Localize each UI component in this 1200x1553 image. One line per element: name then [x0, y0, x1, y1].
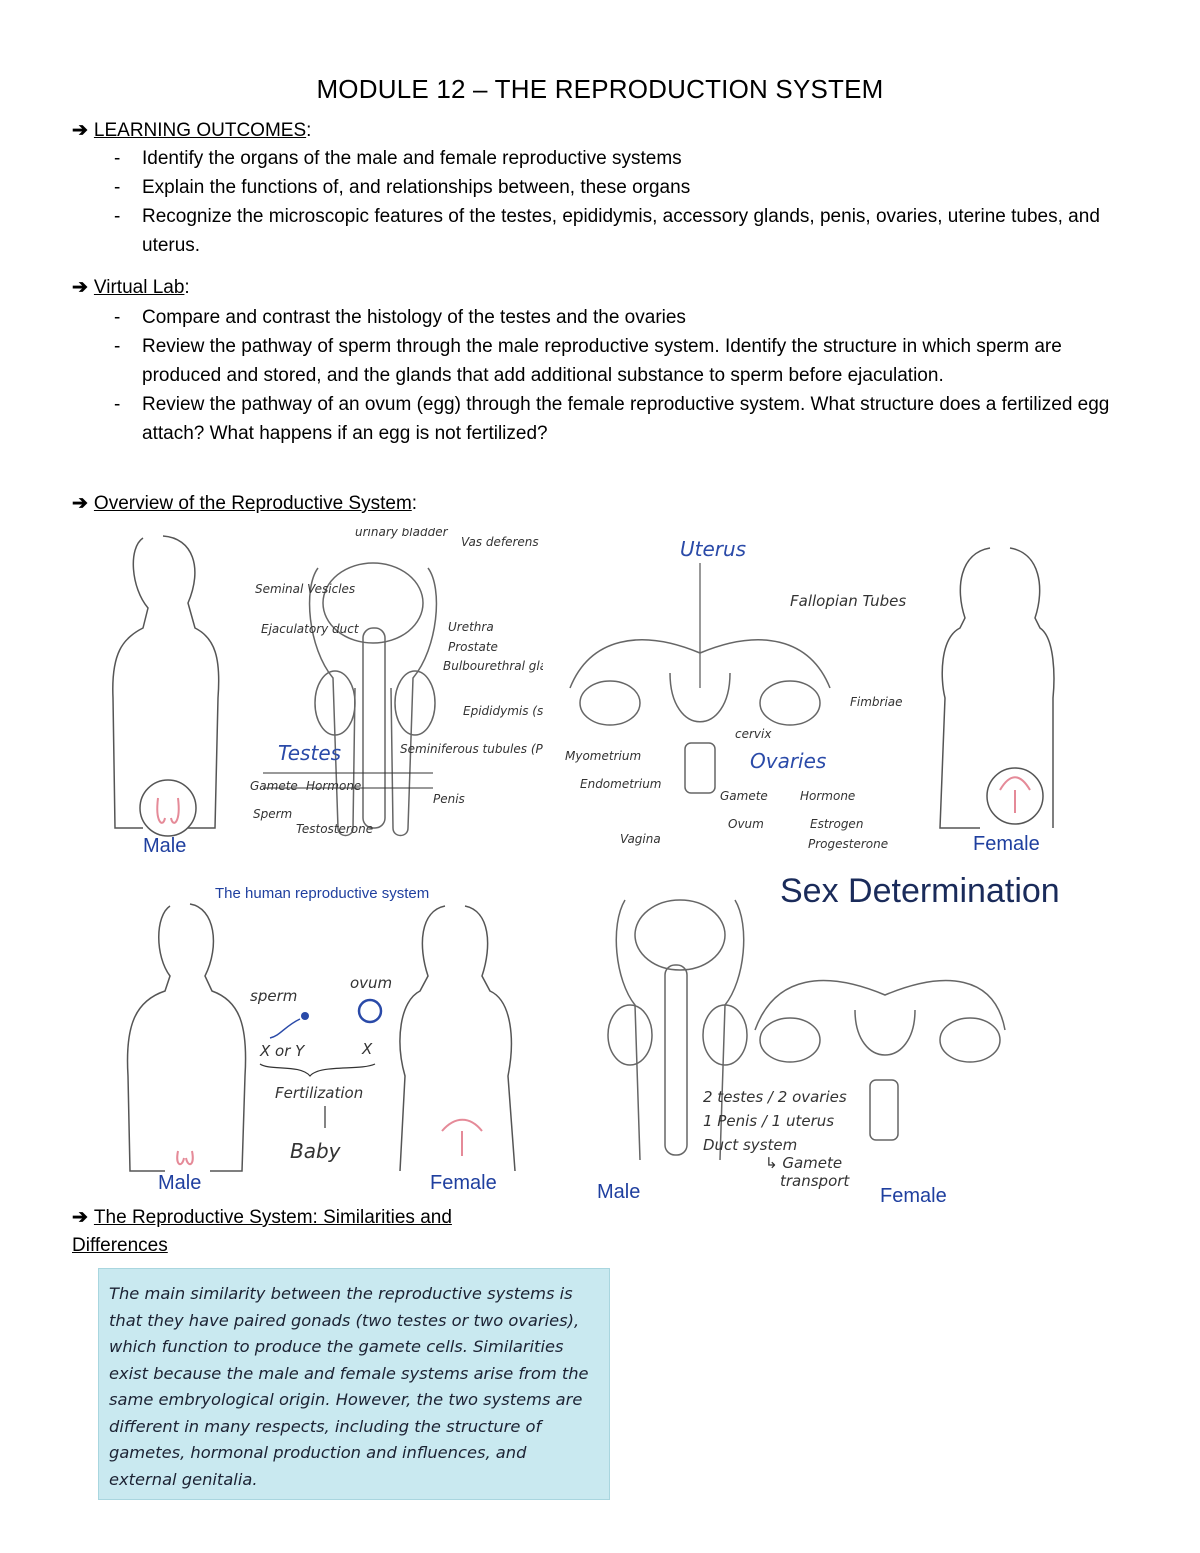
female-anatomy-figure: Uterus Fallopian Tubes Fimbriae Myometri… [560, 528, 1055, 856]
list-item: -Recognize the microscopic features of t… [100, 202, 1130, 260]
svg-text:transport: transport [780, 1172, 850, 1190]
svg-text:Fertilization: Fertilization [275, 1084, 363, 1102]
list-item: -Identify the organs of the male and fem… [100, 144, 1130, 173]
svg-text:Ovaries: Ovaries [750, 749, 826, 773]
svg-text:Seminal Vesicles: Seminal Vesicles [255, 582, 355, 596]
svg-text:2 testes / 2 ovaries: 2 testes / 2 ovaries [703, 1088, 847, 1106]
svg-text:Bulbourethral gland: Bulbourethral gland [443, 659, 543, 673]
svg-text:Penis: Penis [433, 792, 465, 806]
page-title: MODULE 12 – THE REPRODUCTION SYSTEM [0, 74, 1200, 105]
svg-text:Gamete: Gamete [720, 789, 768, 803]
svg-text:X: X [361, 1040, 373, 1058]
list-item: -Compare and contrast the histology of t… [100, 303, 1130, 332]
virtual-lab-title: Virtual Lab [94, 277, 185, 298]
overview-title: Overview of the Reproductive System [94, 493, 412, 514]
svg-text:Hormone: Hormone [306, 779, 361, 793]
svg-text:ovum: ovum [350, 974, 392, 992]
sex-determination-title: Sex Determination [780, 872, 1060, 910]
svg-text:Epididymis (store): Epididymis (store) [463, 704, 543, 718]
svg-text:Testosterone: Testosterone [296, 822, 373, 836]
svg-text:Duct system: Duct system [703, 1136, 797, 1154]
svg-text:↳ Gamete: ↳ Gamete [765, 1154, 842, 1172]
svg-text:1 Penis / 1 uterus: 1 Penis / 1 uterus [703, 1112, 834, 1130]
similarities-heading: ➔The Reproductive System: Similarities a… [72, 1204, 512, 1260]
female-label: Female [880, 1185, 947, 1205]
svg-text:Fallopian Tubes: Fallopian Tubes [790, 592, 906, 610]
svg-text:Estrogen: Estrogen [810, 817, 863, 831]
svg-text:X or Y: X or Y [259, 1042, 306, 1060]
svg-text:Gamete: Gamete [250, 779, 298, 793]
female-label: Female [430, 1172, 497, 1194]
svg-text:Baby: Baby [290, 1139, 342, 1163]
list-item: -Review the pathway of an ovum (egg) thr… [100, 390, 1130, 448]
svg-text:Myometrium: Myometrium [565, 749, 641, 763]
male-anatomy-figure: Male urinary bladder Vas deferens Semina… [103, 528, 543, 856]
svg-text:Testes: Testes [278, 741, 341, 765]
svg-text:sperm: sperm [250, 987, 297, 1005]
learning-outcomes-heading: ➔LEARNING OUTCOMES: [72, 119, 311, 142]
svg-text:Seminiferous tubules (Produce): Seminiferous tubules (Produce) [400, 742, 543, 756]
svg-text:Endometrium: Endometrium [580, 777, 662, 791]
learning-outcomes-list: -Identify the organs of the male and fem… [100, 144, 1130, 260]
arrow-icon: ➔ [72, 1207, 88, 1228]
svg-text:Progesterone: Progesterone [808, 837, 888, 851]
svg-text:Vagina: Vagina [620, 832, 661, 846]
arrow-icon: ➔ [72, 120, 88, 141]
svg-text:Urethra: Urethra [448, 620, 494, 634]
male-label: Male [597, 1181, 640, 1203]
svg-text:Fimbriae: Fimbriae [850, 695, 903, 709]
virtual-lab-list: -Compare and contrast the histology of t… [100, 303, 1130, 448]
human-reproductive-figure: The human reproductive system Male sperm… [120, 876, 550, 1194]
female-label: Female [973, 833, 1040, 855]
svg-text:cervix: cervix [735, 727, 772, 741]
svg-text:Vas deferens: Vas deferens [461, 535, 539, 549]
svg-text:urinary bladder: urinary bladder [355, 528, 449, 539]
male-label: Male [143, 835, 186, 856]
svg-text:Ovum: Ovum [728, 817, 764, 831]
learning-outcomes-title: LEARNING OUTCOMES [94, 120, 306, 141]
sex-determination-figure: Sex Determination Male Female 2 testes /… [585, 870, 1105, 1205]
arrow-icon: ➔ [72, 277, 88, 298]
svg-text:Sperm: Sperm [253, 807, 292, 821]
svg-text:Prostate: Prostate [448, 640, 498, 654]
svg-text:Uterus: Uterus [680, 537, 746, 561]
list-item: -Review the pathway of sperm through the… [100, 332, 1130, 390]
male-label: Male [158, 1172, 201, 1194]
virtual-lab-heading: ➔Virtual Lab: [72, 276, 190, 299]
svg-text:Ejaculatory duct: Ejaculatory duct [261, 622, 360, 636]
arrow-icon: ➔ [72, 493, 88, 514]
overview-heading: ➔Overview of the Reproductive System: [72, 492, 417, 515]
svg-text:The human reproductive system: The human reproductive system [215, 885, 429, 902]
list-item: -Explain the functions of, and relations… [100, 173, 1130, 202]
svg-text:Hormone: Hormone [800, 789, 855, 803]
similarities-callout: The main similarity between the reproduc… [98, 1268, 610, 1500]
